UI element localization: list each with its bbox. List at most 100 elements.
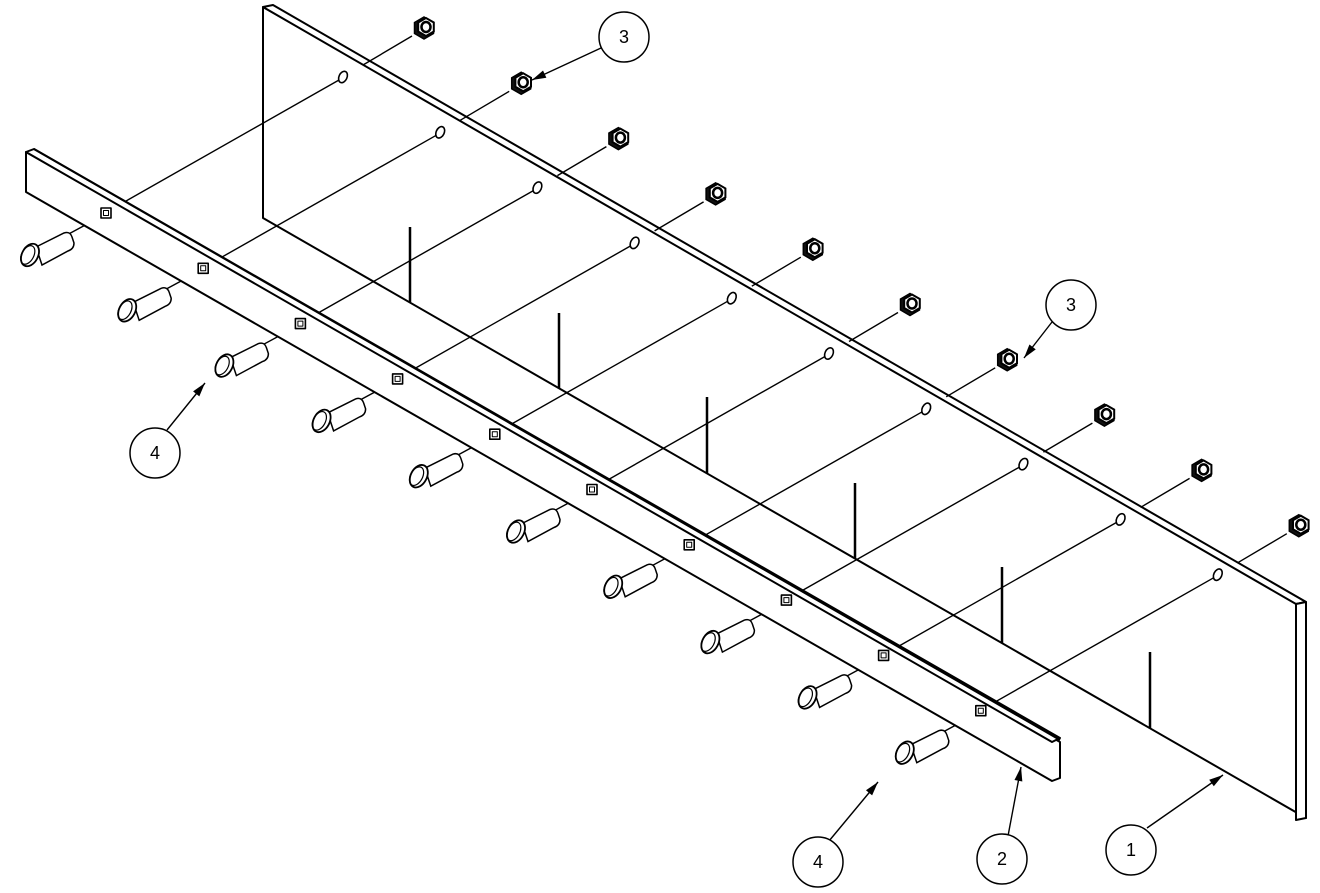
carriage-bolt-shank xyxy=(812,674,853,709)
balloon-label: 4 xyxy=(813,852,823,872)
bar-square-hole-inner xyxy=(783,597,790,604)
carriage-bolt-shank xyxy=(132,287,172,322)
balloon-4-left: 4 xyxy=(129,382,206,479)
carriage-bolt-head-rim xyxy=(20,245,36,265)
assembly-centerline xyxy=(986,577,1215,708)
plate-hole xyxy=(726,291,738,305)
assembly-centerline xyxy=(500,300,729,431)
carriage-bolt-head-rim xyxy=(408,466,425,487)
bar-square-hole xyxy=(780,594,793,606)
hex-nut-bore xyxy=(1295,518,1307,531)
balloon-label: 4 xyxy=(150,443,160,463)
assembly-centerline xyxy=(751,256,802,287)
assembly-centerline xyxy=(1043,422,1093,453)
carriage-bolt-head-rim xyxy=(506,521,522,542)
hex-nut xyxy=(802,237,824,262)
plate-hole xyxy=(629,236,640,250)
balloon-label: 3 xyxy=(1066,295,1076,315)
bar-square-hole-inner xyxy=(200,265,207,272)
assembly-centerline xyxy=(654,201,704,232)
carriage-bolt-shank xyxy=(618,563,658,598)
bar-square-hole xyxy=(586,483,598,496)
bar-square-hole xyxy=(391,373,404,385)
stiffener-ribs xyxy=(408,227,1152,728)
assembly-centerline xyxy=(792,466,1020,597)
assembly-centerline xyxy=(1237,533,1288,564)
hex-nut-bore xyxy=(906,297,918,310)
carriage-bolt-head-rim xyxy=(117,300,133,321)
carriage-bolt xyxy=(603,563,658,599)
balloon-circle xyxy=(598,11,650,63)
bar-square-hole-inner xyxy=(686,541,693,548)
back-plate-end-edge xyxy=(1295,601,1307,821)
leader-arrowhead xyxy=(532,70,547,80)
assembly-centerline xyxy=(597,355,826,487)
bar-square-hole xyxy=(683,538,696,551)
assembly-centerline xyxy=(111,79,340,210)
front-bar-top-edge xyxy=(25,148,1061,743)
bar-square-hole-inner xyxy=(297,320,304,327)
carriage-bolt xyxy=(408,452,464,489)
bar-square-hole-inner xyxy=(394,375,401,382)
carriage-bolt xyxy=(20,231,75,268)
hex-nut-bore xyxy=(711,186,724,200)
plate-hole xyxy=(920,402,932,416)
hex-nut xyxy=(413,16,435,40)
hex-nut xyxy=(608,126,630,151)
assembly-centerline xyxy=(557,145,607,177)
bar-square-hole-inner xyxy=(880,652,887,659)
bar-square-hole-inner xyxy=(103,210,109,216)
hex-nut-bore xyxy=(1100,407,1113,421)
carriage-bolt-shank xyxy=(229,342,270,377)
carriage-bolt-shank xyxy=(521,508,561,543)
carriage-bolt-head-rim xyxy=(700,632,716,652)
bar-square-hole xyxy=(294,317,307,330)
hex-nut xyxy=(510,71,533,96)
carriage-bolt xyxy=(894,729,950,765)
plate-hole xyxy=(1115,512,1126,526)
carriage-bolt xyxy=(506,508,561,544)
assembly-centerline xyxy=(306,189,534,321)
carriage-bolt-head-rim xyxy=(797,687,814,708)
bar-square-hole-inner xyxy=(491,431,498,438)
carriage-bolt-shank xyxy=(326,397,367,432)
carriage-bolt-head-rim xyxy=(214,355,230,376)
carriage-bolt-shank xyxy=(715,618,756,654)
balloon-3-top: 3 xyxy=(531,11,650,81)
bar-square-hole xyxy=(877,649,890,662)
assembly-centerline xyxy=(403,245,631,376)
assembly-centerline xyxy=(1140,477,1190,509)
leader-arrowhead xyxy=(193,383,205,397)
carriage-bolt-head-rim xyxy=(894,742,911,763)
plate-hole xyxy=(337,70,349,84)
balloon-3-right: 3 xyxy=(1023,279,1097,359)
carriage-bolts xyxy=(20,231,950,765)
assembly-centerline xyxy=(848,311,899,343)
balloon-circle xyxy=(1105,824,1157,876)
assembly-centerline xyxy=(889,521,1117,653)
leader-arrowhead xyxy=(1014,767,1023,782)
plate-hole xyxy=(532,181,543,195)
hex-nut xyxy=(996,347,1019,372)
carriage-bolt xyxy=(117,287,172,323)
plate-hole xyxy=(823,347,835,360)
front-bar xyxy=(25,148,1061,782)
balloon-label: 3 xyxy=(619,27,629,47)
bar-square-hole xyxy=(488,428,501,441)
plate-hole xyxy=(1018,457,1029,471)
balloon-label: 2 xyxy=(997,849,1007,869)
hex-nut-bore xyxy=(420,20,432,34)
hex-nut xyxy=(1288,513,1310,538)
assembly-centerline xyxy=(945,367,996,398)
hex-nuts xyxy=(413,16,1310,538)
carriage-bolt-head-rim xyxy=(311,410,328,431)
balloon-circle xyxy=(129,427,181,479)
carriage-bolt-shank xyxy=(909,729,950,764)
balloon-4-bottom: 4 xyxy=(792,781,879,888)
carriage-bolt-head-rim xyxy=(603,576,619,597)
carriage-bolt xyxy=(214,342,270,378)
hex-nut-bore xyxy=(1197,463,1210,476)
back-plate xyxy=(262,4,1307,821)
